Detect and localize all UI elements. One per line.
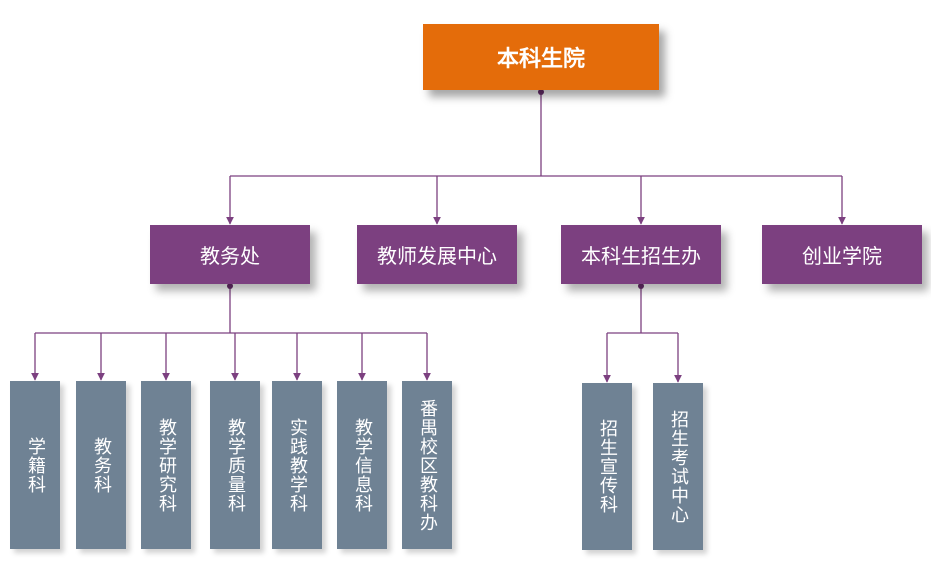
- unit-panyu-campus-office: 番禺校区教科办: [402, 381, 452, 549]
- unit-teaching-information: 教学信息科: [337, 381, 387, 549]
- unit-student-records: 学籍科: [10, 381, 60, 549]
- dept-undergraduate-admissions: 本科生招生办: [561, 225, 721, 284]
- dept-entrepreneurship-college: 创业学院: [762, 225, 922, 284]
- unit-academic-affairs: 教务科: [76, 381, 126, 549]
- dept-jiaowuchu: 教务处: [150, 225, 310, 284]
- unit-practice-teaching: 实践教学科: [272, 381, 322, 549]
- unit-admissions-exam-center: 招生考试中心: [653, 383, 703, 550]
- root-node: 本科生院: [423, 24, 659, 90]
- unit-teaching-quality: 教学质量科: [210, 381, 260, 549]
- unit-admissions-publicity: 招生宣传科: [582, 383, 632, 550]
- unit-teaching-research: 教学研究科: [141, 381, 191, 549]
- dept-teacher-development-center: 教师发展中心: [357, 225, 517, 284]
